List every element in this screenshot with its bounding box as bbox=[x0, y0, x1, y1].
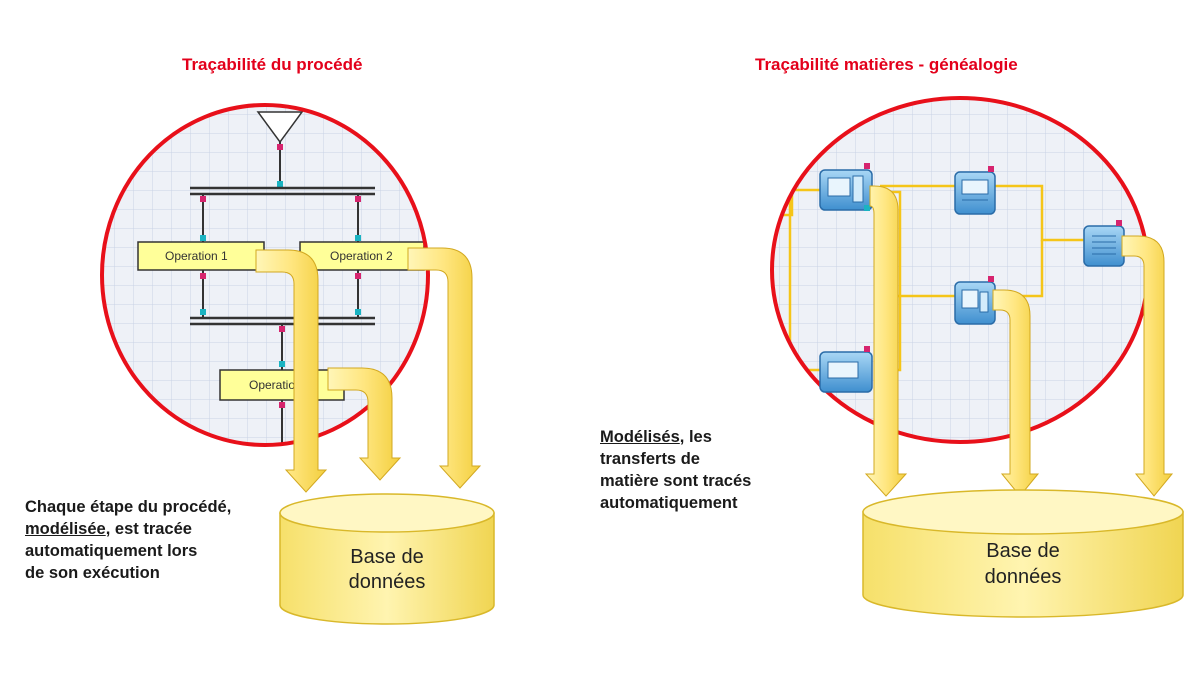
left-caption-line-2-rest: , est tracée bbox=[105, 520, 192, 538]
operation-2-label: Operation 2 bbox=[330, 249, 393, 263]
process-circle bbox=[100, 103, 430, 447]
process-trace-arrows bbox=[255, 247, 482, 493]
operation-3-label: Operation bbox=[249, 378, 302, 392]
left-database-label-2: données bbox=[349, 571, 426, 593]
genealogy-trace-arrows bbox=[864, 185, 1174, 497]
right-database bbox=[862, 489, 1184, 618]
right-caption-line-1-rest: , les bbox=[679, 428, 712, 446]
left-database-label-1: Base de bbox=[350, 546, 423, 568]
left-caption-line-2: modélisée, est tracée bbox=[25, 518, 231, 540]
right-caption-line-1: Modélisés, les bbox=[600, 426, 751, 448]
start-funnel-icon bbox=[256, 111, 304, 144]
operation-1-label: Operation 1 bbox=[165, 249, 228, 263]
right-database-label-2: données bbox=[985, 566, 1062, 588]
right-database-label-1: Base de bbox=[986, 540, 1059, 562]
right-caption-line-2: transferts de bbox=[600, 450, 700, 468]
right-caption-underlined: Modélisés bbox=[600, 428, 680, 446]
left-caption-line-1: Chaque étape du procédé, bbox=[25, 498, 232, 516]
operation-3-box bbox=[219, 369, 345, 401]
right-caption: Modélisés, les transferts de matière son… bbox=[600, 426, 751, 514]
left-title: Traçabilité du procédé bbox=[182, 55, 363, 74]
right-caption-line-3: matière sont tracés bbox=[600, 472, 752, 490]
left-caption-line-3: automatiquement lors bbox=[25, 542, 198, 560]
equipment-icon-2 bbox=[954, 166, 996, 215]
left-database bbox=[279, 493, 495, 625]
left-caption-underlined: modélisée bbox=[25, 520, 106, 538]
left-caption-line-4: de son exécution bbox=[25, 564, 160, 582]
equipment-icon-4 bbox=[1083, 220, 1125, 267]
equipment-icon-5 bbox=[819, 346, 873, 393]
equipment-icon-3 bbox=[954, 276, 996, 325]
genealogy-circle bbox=[770, 96, 1150, 444]
equipment-icon-1 bbox=[819, 163, 873, 211]
right-title: Traçabilité matières - généalogie bbox=[755, 55, 1018, 74]
left-caption: Chaque étape du procédé, modélisée, est … bbox=[25, 496, 231, 584]
right-caption-line-4: automatiquement bbox=[600, 494, 738, 512]
